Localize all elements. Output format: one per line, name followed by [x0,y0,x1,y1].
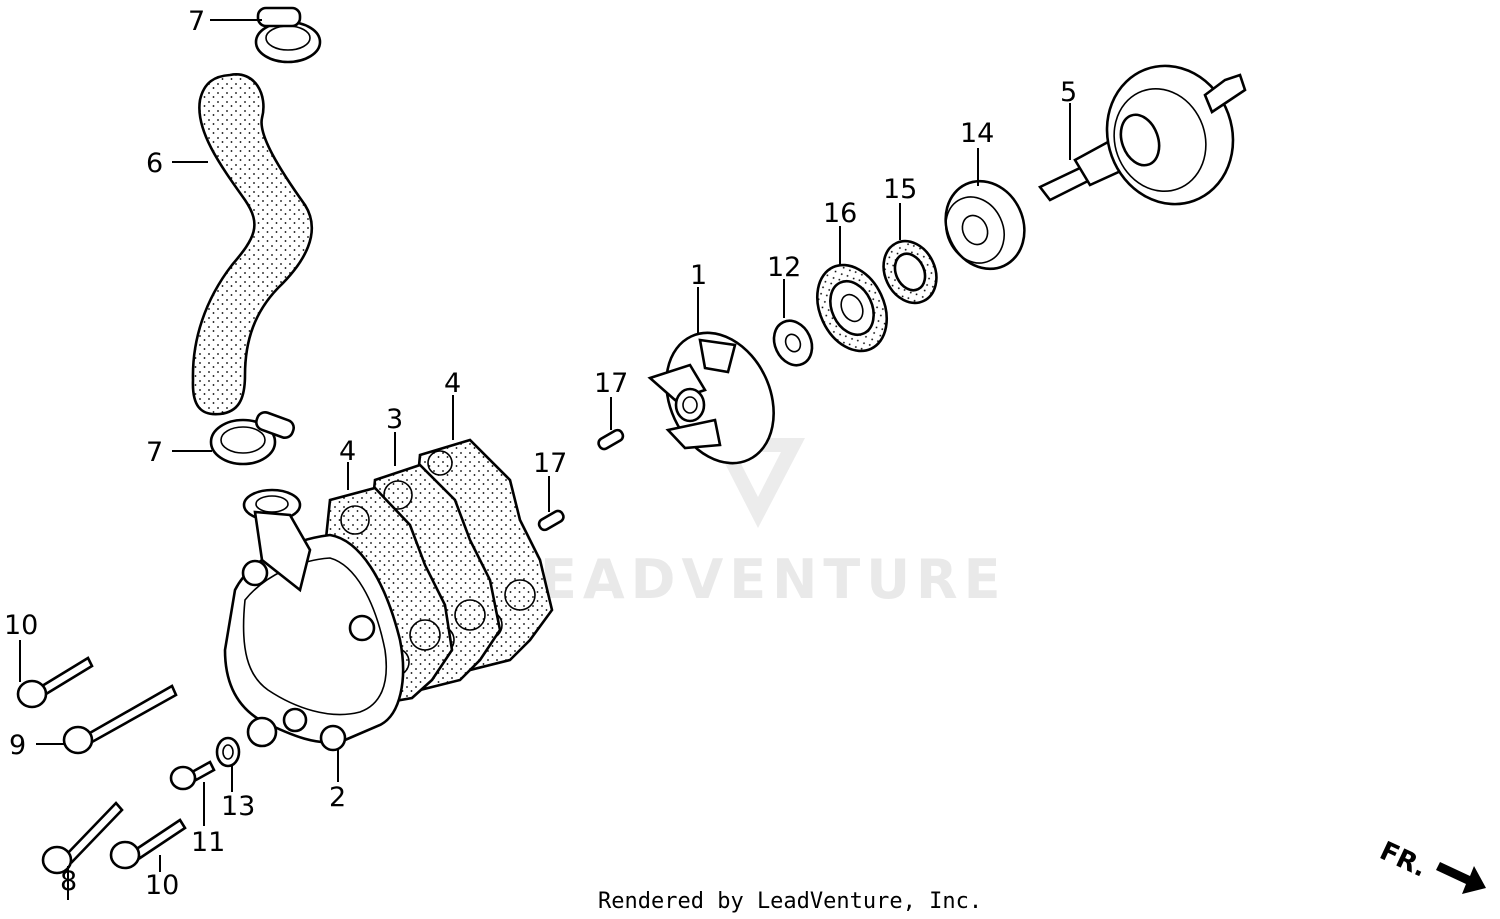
washer-part-12 [772,319,814,367]
callout-12: 12 [767,252,801,283]
callout-6: 6 [146,148,163,179]
sealing-washer-part-13 [215,736,241,768]
callout-11: 11 [191,827,225,858]
callout-10-lower: 10 [145,870,179,901]
impeller-part-1 [647,331,775,465]
bolt-part-9 [62,684,178,755]
callout-17-lower: 17 [533,448,567,479]
callout-16: 16 [823,198,857,229]
front-direction-label: FR. [1375,836,1431,884]
dowel-pin-part-17-upper [597,428,625,451]
bolt-part-8 [41,801,124,875]
callout-1: 1 [690,260,707,291]
bolt-part-10-lower [109,818,187,870]
callout-7-top: 7 [188,6,205,37]
callout-2: 2 [329,782,346,813]
watermark: EADVENTURE [540,438,1007,611]
dowel-pin-part-17-lower [537,509,565,532]
oil-seal-part-15 [882,239,938,305]
pump-cover-part-2 [223,488,405,752]
mechanical-seal-part-16 [816,263,888,353]
callout-8: 8 [60,866,77,897]
callout-14: 14 [960,118,994,149]
leader-lines [19,19,1071,900]
front-direction-indicator: FR. [1375,836,1486,894]
callout-7-bottom: 7 [146,437,163,468]
footer-credit: Rendered by LeadVenture, Inc. [598,889,982,914]
callout-17-upper: 17 [594,368,628,399]
bearing-part-14 [944,179,1026,271]
pump-shaft-part-5 [1037,64,1247,206]
callout-9: 9 [9,730,26,761]
hose-clamp-part-7-top [254,6,322,64]
callout-15: 15 [883,174,917,205]
callout-labels: 7 6 7 5 14 15 16 12 1 17 17 4 3 4 2 10 9… [4,6,1077,901]
callout-5: 5 [1060,77,1077,108]
hose-clamp-part-7-bottom [209,410,295,466]
callout-13: 13 [221,791,255,822]
front-direction-arrow-icon [1436,862,1486,894]
callout-4-rear: 4 [444,368,461,399]
bolt-part-11 [169,760,216,791]
watermark-text: EADVENTURE [540,548,1007,611]
callout-4-front: 4 [339,436,356,467]
callout-3: 3 [386,404,403,435]
bolt-part-10-upper [16,656,94,709]
callout-10-upper: 10 [4,610,38,641]
hose-part-6 [191,73,314,416]
